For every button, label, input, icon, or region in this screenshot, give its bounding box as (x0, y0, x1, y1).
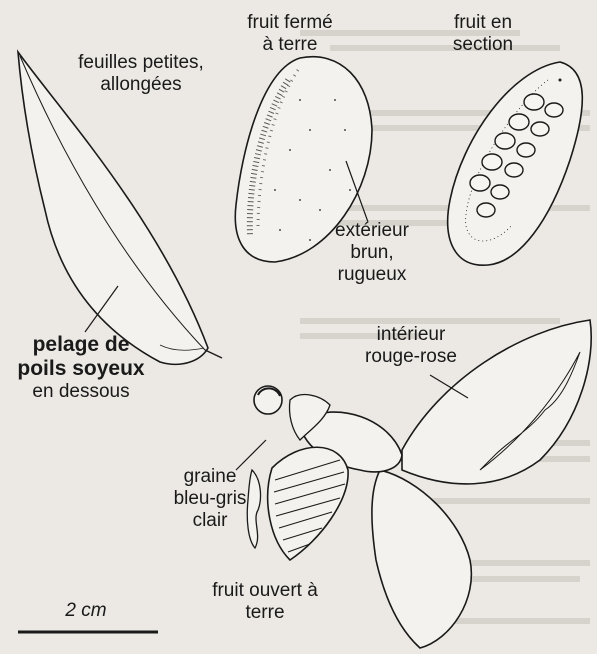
seed-label: graine bleu-gris clair (162, 466, 258, 532)
section-fruit-label-line2: section (440, 34, 526, 56)
pelage-label-line1: pelage de (0, 333, 162, 357)
closed-fruit-label: fruit fermé à terre (238, 12, 342, 56)
leaf-drawing (18, 52, 222, 364)
leaves-label: feuilles petites, allongées (46, 52, 236, 96)
seed-label-line2: bleu-gris (162, 488, 258, 510)
interior-label-line2: rouge-rose (355, 346, 467, 368)
pelage-label-line3: en dessous (0, 381, 162, 403)
closed-fruit-label-line1: fruit fermé (238, 12, 342, 34)
seed-label-line3: clair (162, 510, 258, 532)
pelage-label-line2: poils soyeux (0, 357, 162, 381)
open-fruit-label: fruit ouvert à terre (190, 580, 340, 624)
leaves-label-line1: feuilles petites, (46, 52, 236, 74)
pelage-label: pelage de poils soyeux en dessous (0, 333, 162, 403)
seed-label-line1: graine (162, 466, 258, 488)
exterior-label: extérieur brun, rugueux (322, 220, 422, 286)
open-fruit-label-line2: terre (190, 602, 340, 624)
leaves-label-line2: allongées (46, 74, 236, 96)
section-fruit-label: fruit en section (440, 12, 526, 56)
scale-label: 2 cm (48, 600, 124, 622)
exterior-label-line1: extérieur (322, 220, 422, 242)
section-fruit-drawing (448, 62, 583, 265)
leaves-leader-line (58, 98, 80, 108)
interior-label: intérieur rouge-rose (355, 324, 467, 368)
interior-label-line1: intérieur (355, 324, 467, 346)
exterior-label-line3: rugueux (322, 264, 422, 286)
section-fruit-label-line1: fruit en (440, 12, 526, 34)
open-fruit-label-line1: fruit ouvert à (190, 580, 340, 602)
closed-fruit-label-line2: à terre (238, 34, 342, 56)
exterior-label-line2: brun, (322, 242, 422, 264)
